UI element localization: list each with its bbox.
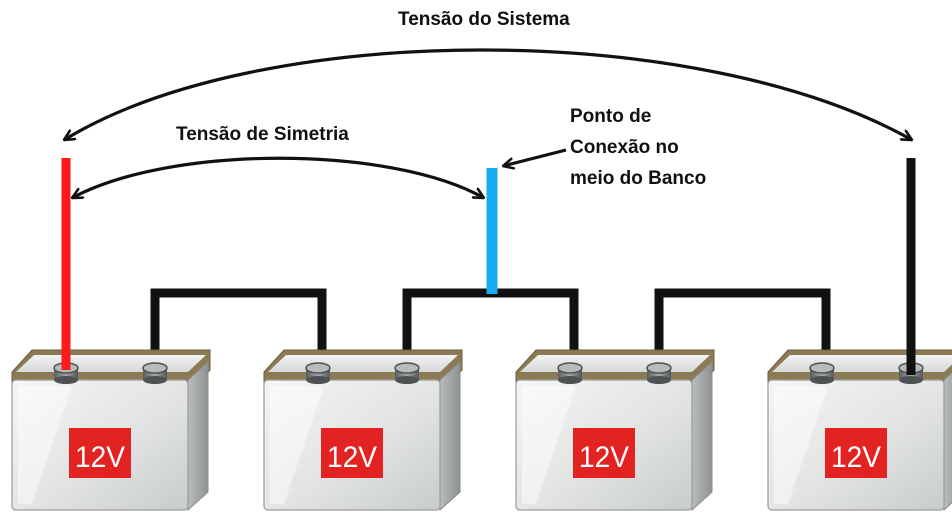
voltage-badge-label: 12V bbox=[327, 441, 377, 474]
battery-1: 12V bbox=[11, 349, 211, 512]
battery-bank: 12V 12V 12V 12V bbox=[11, 349, 952, 512]
battery-2: 12V bbox=[263, 349, 463, 512]
voltage-badge bbox=[825, 428, 887, 478]
voltage-badge bbox=[573, 428, 635, 478]
connection-point-line-1: Ponto de bbox=[570, 106, 652, 127]
connection-point-pointer bbox=[503, 148, 567, 166]
symmetry-voltage-arrow bbox=[72, 156, 484, 200]
voltage-badge-label: 12V bbox=[75, 441, 125, 474]
battery-4: 12V bbox=[767, 349, 952, 512]
battery-3: 12V bbox=[515, 349, 715, 512]
symmetry-voltage-label: Tensão de Simetria bbox=[176, 124, 349, 145]
voltage-badge-label: 12V bbox=[579, 441, 629, 474]
connection-point-line-3: meio do Banco bbox=[570, 168, 707, 189]
voltage-badge bbox=[321, 428, 383, 478]
link-wire-1-2 bbox=[150, 288, 327, 372]
connection-point-label: Ponto de Conexão no meio do Banco bbox=[570, 101, 706, 194]
connection-point-line-2: Conexão no bbox=[570, 137, 679, 158]
voltage-badge bbox=[69, 428, 131, 478]
voltage-badge-label: 12V bbox=[831, 441, 881, 474]
system-voltage-arrow bbox=[64, 48, 912, 142]
link-wire-3-4 bbox=[654, 288, 831, 372]
system-voltage-label: Tensão do Sistema bbox=[398, 9, 570, 30]
